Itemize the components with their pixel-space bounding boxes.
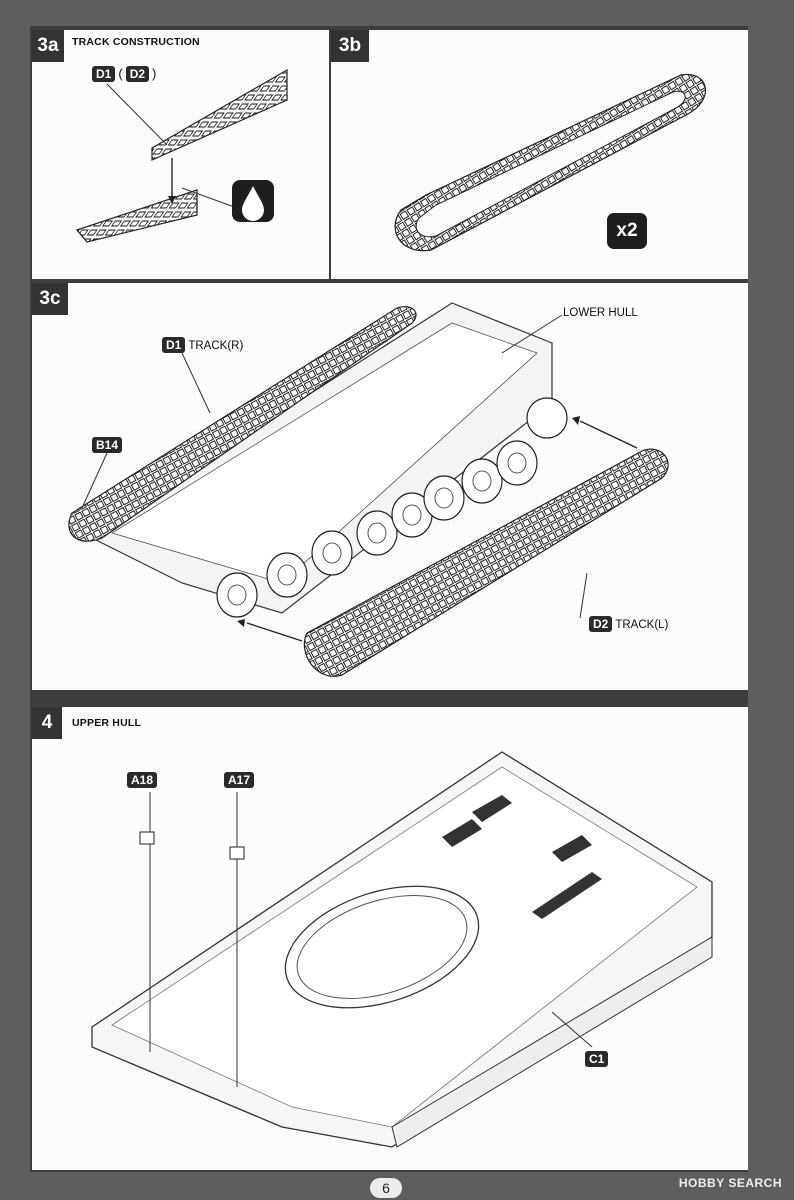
panel-4: 4 UPPER HULL A18 A17 C1 [32,707,748,1170]
upper-hull-drawing [91,751,713,1148]
part-d1-track: D1 [162,337,186,353]
track-loop-drawing [394,73,706,252]
panel-3b: 3b x2 [331,30,748,279]
wheel-callout: B14 [92,437,123,453]
part-c1-callout: C1 [585,1051,609,1067]
track-r-label: TRACK(R) [188,340,244,352]
part-c1: C1 [585,1051,609,1067]
step-number-3b: 3b [331,30,369,62]
part-a17-callout: A17 [224,772,255,788]
open-paren: ( [118,66,123,81]
step-title-upper-hull: UPPER HULL [72,717,142,729]
step-title-track-construction: TRACK CONSTRUCTION [72,36,200,48]
track-r-callout: D1 TRACK(R) [162,337,243,353]
close-paren: ) [152,66,157,81]
track-assembly-drawing [75,68,288,243]
part-a17: A17 [224,772,255,788]
track-l-label: TRACK(L) [615,619,669,631]
part-d1: D1 [92,66,116,82]
panel-3c: 3c LOWER HULL D1 TRACK(R) B14 D2 TRACK(L… [32,283,748,690]
step-number-3a: 3a [32,30,64,62]
watermark: HOBBY SEARCH [678,1176,782,1190]
step-number-3c: 3c [32,283,68,315]
part-d2: D2 [125,66,150,82]
part-a18-callout: A18 [127,772,158,788]
part-b14: B14 [92,437,123,453]
lower-hull-label: LOWER HULL [563,307,638,319]
track-l-callout: D2 TRACK(L) [589,616,668,632]
panel-3a: 3a TRACK CONSTRUCTION D1(D2) [32,30,329,279]
quantity-badge: x2 [616,220,638,241]
lower-hull-assembly-drawing [68,302,669,677]
step-number-4: 4 [32,707,62,739]
part-a18: A18 [127,772,158,788]
part-callout-3a: D1(D2) [92,65,159,83]
page-number: 6 [370,1178,402,1198]
part-d2-track: D2 [589,616,613,632]
